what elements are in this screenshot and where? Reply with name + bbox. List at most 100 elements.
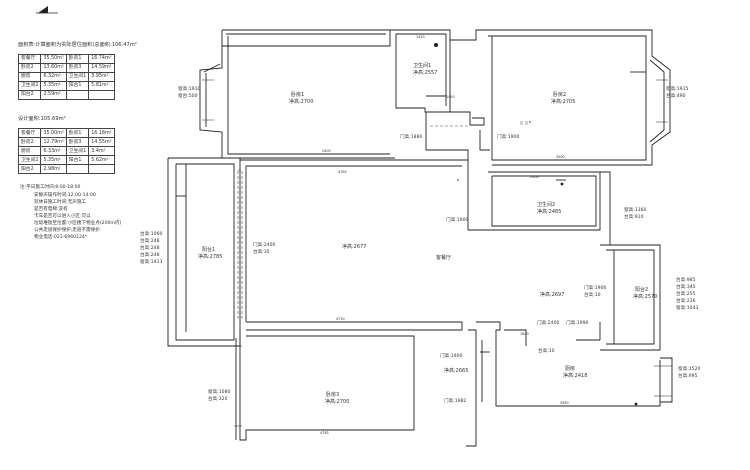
window-b3-sill: 台高:320 xyxy=(208,395,228,402)
cell: 16.18m² xyxy=(88,128,115,139)
room-label-bedroom1: 卧房1 xyxy=(291,91,304,98)
room-label-balcony1: 阳台1 xyxy=(202,246,215,253)
note-line: 垃圾堆放至位置:小区楼下物业点(200m内) xyxy=(34,221,122,227)
dim-label: 1450 xyxy=(416,35,425,39)
door-bath2-label: 门高:1900 xyxy=(446,216,469,223)
cell: 卫生间2 xyxy=(17,155,42,166)
dim-label: 2300 xyxy=(530,175,539,179)
cell: 2.59m² xyxy=(40,90,67,101)
note-line: 注:平日施工时间:8:00-18:00 xyxy=(20,185,81,191)
cell: 6.33m² xyxy=(40,146,67,157)
door-b2-label: 门高:1900 xyxy=(497,133,520,140)
room-dims-bedroom3: 净高:2700 xyxy=(325,398,349,405)
room-label-bedroom2: 卧房2 xyxy=(553,91,566,98)
balcony1-window-0: 台高:1060 xyxy=(140,230,163,237)
room-dims-bathroom2: 净高:2485 xyxy=(537,208,561,215)
construction-notes: 注:平日施工时间:8:00-18:00 安静声操作时间:12:00-14:00 … xyxy=(18,184,137,241)
door-living-label: 门高:2400 xyxy=(253,241,276,248)
cell: 6.32m² xyxy=(40,72,67,83)
cell: 客餐厅 xyxy=(17,128,42,139)
window-b3-height: 窗高:1080 xyxy=(208,388,231,395)
dim-label: 3580 xyxy=(560,401,569,405)
door-entry-label: 门高:1982 xyxy=(444,397,467,404)
balcony1-window-2: 台高:248 xyxy=(140,244,160,251)
cell: 5.81m² xyxy=(88,81,115,92)
door-b1-label: 门高:1880 xyxy=(400,133,423,140)
cell: 卧房2 xyxy=(17,137,42,148)
cell: 3.95m² xyxy=(88,72,115,83)
cell xyxy=(88,90,115,101)
north-arrow-icon xyxy=(36,6,58,14)
door-b3-label: 门高:1900 xyxy=(440,352,463,359)
window-kitchen-sill: 台高:995 xyxy=(678,372,698,379)
cell: 5.35m² xyxy=(40,155,67,166)
window-b1-height: 窗高:1910 xyxy=(178,85,201,92)
note-line: 公共走道保护保护,走道不需保护 xyxy=(34,228,100,234)
door-kitchen-sill: 台高:10 xyxy=(538,347,555,354)
cell xyxy=(65,164,90,175)
room-dims-bedroom1: 净高:2700 xyxy=(289,98,313,105)
room-label-bathroom1: 卫生间1 xyxy=(413,62,431,69)
walls xyxy=(167,29,673,447)
cell: 3.4m² xyxy=(88,146,115,157)
design-title: 设计面积:105.69m² xyxy=(18,116,66,123)
room-label-balcony2: 阳台2 xyxy=(635,286,648,293)
cell: 阳台1 xyxy=(65,81,90,92)
room-label-living: 客餐厅 xyxy=(436,254,451,261)
room-dims-hall: 净高:2697 xyxy=(540,291,564,298)
cell: 35.50m² xyxy=(40,54,67,65)
cell: 卧房1 xyxy=(65,128,90,139)
window-b1-sill: 窗台:500 xyxy=(178,92,198,99)
door-living-sill: 台高:35 xyxy=(253,248,270,255)
window-b2-height: 窗高:1915 xyxy=(666,85,689,92)
balcony2-window-0: 台高:985 xyxy=(676,276,696,283)
balcony2-window-1: 台高:345 xyxy=(676,283,696,290)
dim-label: 3500 xyxy=(556,155,565,159)
balcony2-window-3: 台高:236 xyxy=(676,297,696,304)
cell: 客餐厅 xyxy=(17,54,42,65)
cell: 35.00m² xyxy=(40,128,67,139)
cell: 14.59m² xyxy=(88,63,115,74)
cell: 卫生间1 xyxy=(65,146,90,157)
cell: 阳台2 xyxy=(17,164,42,175)
room-label-kitchen: 厨房 xyxy=(565,365,575,372)
cell: 卫生间2 xyxy=(17,81,42,92)
cell: 卧房3 xyxy=(65,137,90,148)
note-line: 是否有电梯:没有 xyxy=(34,206,68,212)
balcony1-window-1: 台高:248 xyxy=(140,237,160,244)
door-hall-label: 门高:1900 xyxy=(584,284,607,291)
door-kitchen-label: 门高:1990 xyxy=(566,319,589,326)
cell: 5.62m² xyxy=(88,155,115,166)
dim-label: 1800 xyxy=(520,332,529,336)
entry-height-label: 净高:2665 xyxy=(444,367,468,374)
dim-label: 2400 xyxy=(322,149,331,153)
balcony1-window-3: 台高:248 xyxy=(140,251,160,258)
note-line: 物业电话:021-6960124* xyxy=(34,235,88,241)
cell: 厨房 xyxy=(17,72,42,83)
note-line: 安静声操作时间:12:00-14:00 xyxy=(34,192,96,198)
balcony2-window-4: 窗高:1043 xyxy=(676,304,699,311)
cell: 阳台2 xyxy=(17,90,42,101)
room-dims-kitchen: 净高:2418 xyxy=(563,372,587,379)
dim-label: 4730 xyxy=(336,317,345,321)
dim-label: 1450 xyxy=(446,95,455,99)
cell: 卧房2 xyxy=(17,63,42,74)
room-label-bedroom3: 卧房3 xyxy=(326,391,339,398)
balcony2-window-2: 台高:255 xyxy=(676,290,696,297)
window-bath2-sill: 台高:910 xyxy=(624,213,644,220)
room-dims-bedroom2: 净高:2705 xyxy=(551,98,575,105)
room-label-bathroom2: 卫生间2 xyxy=(537,201,555,208)
cell xyxy=(88,164,115,175)
room-dims-balcony1: 净高:2785 xyxy=(198,253,222,260)
